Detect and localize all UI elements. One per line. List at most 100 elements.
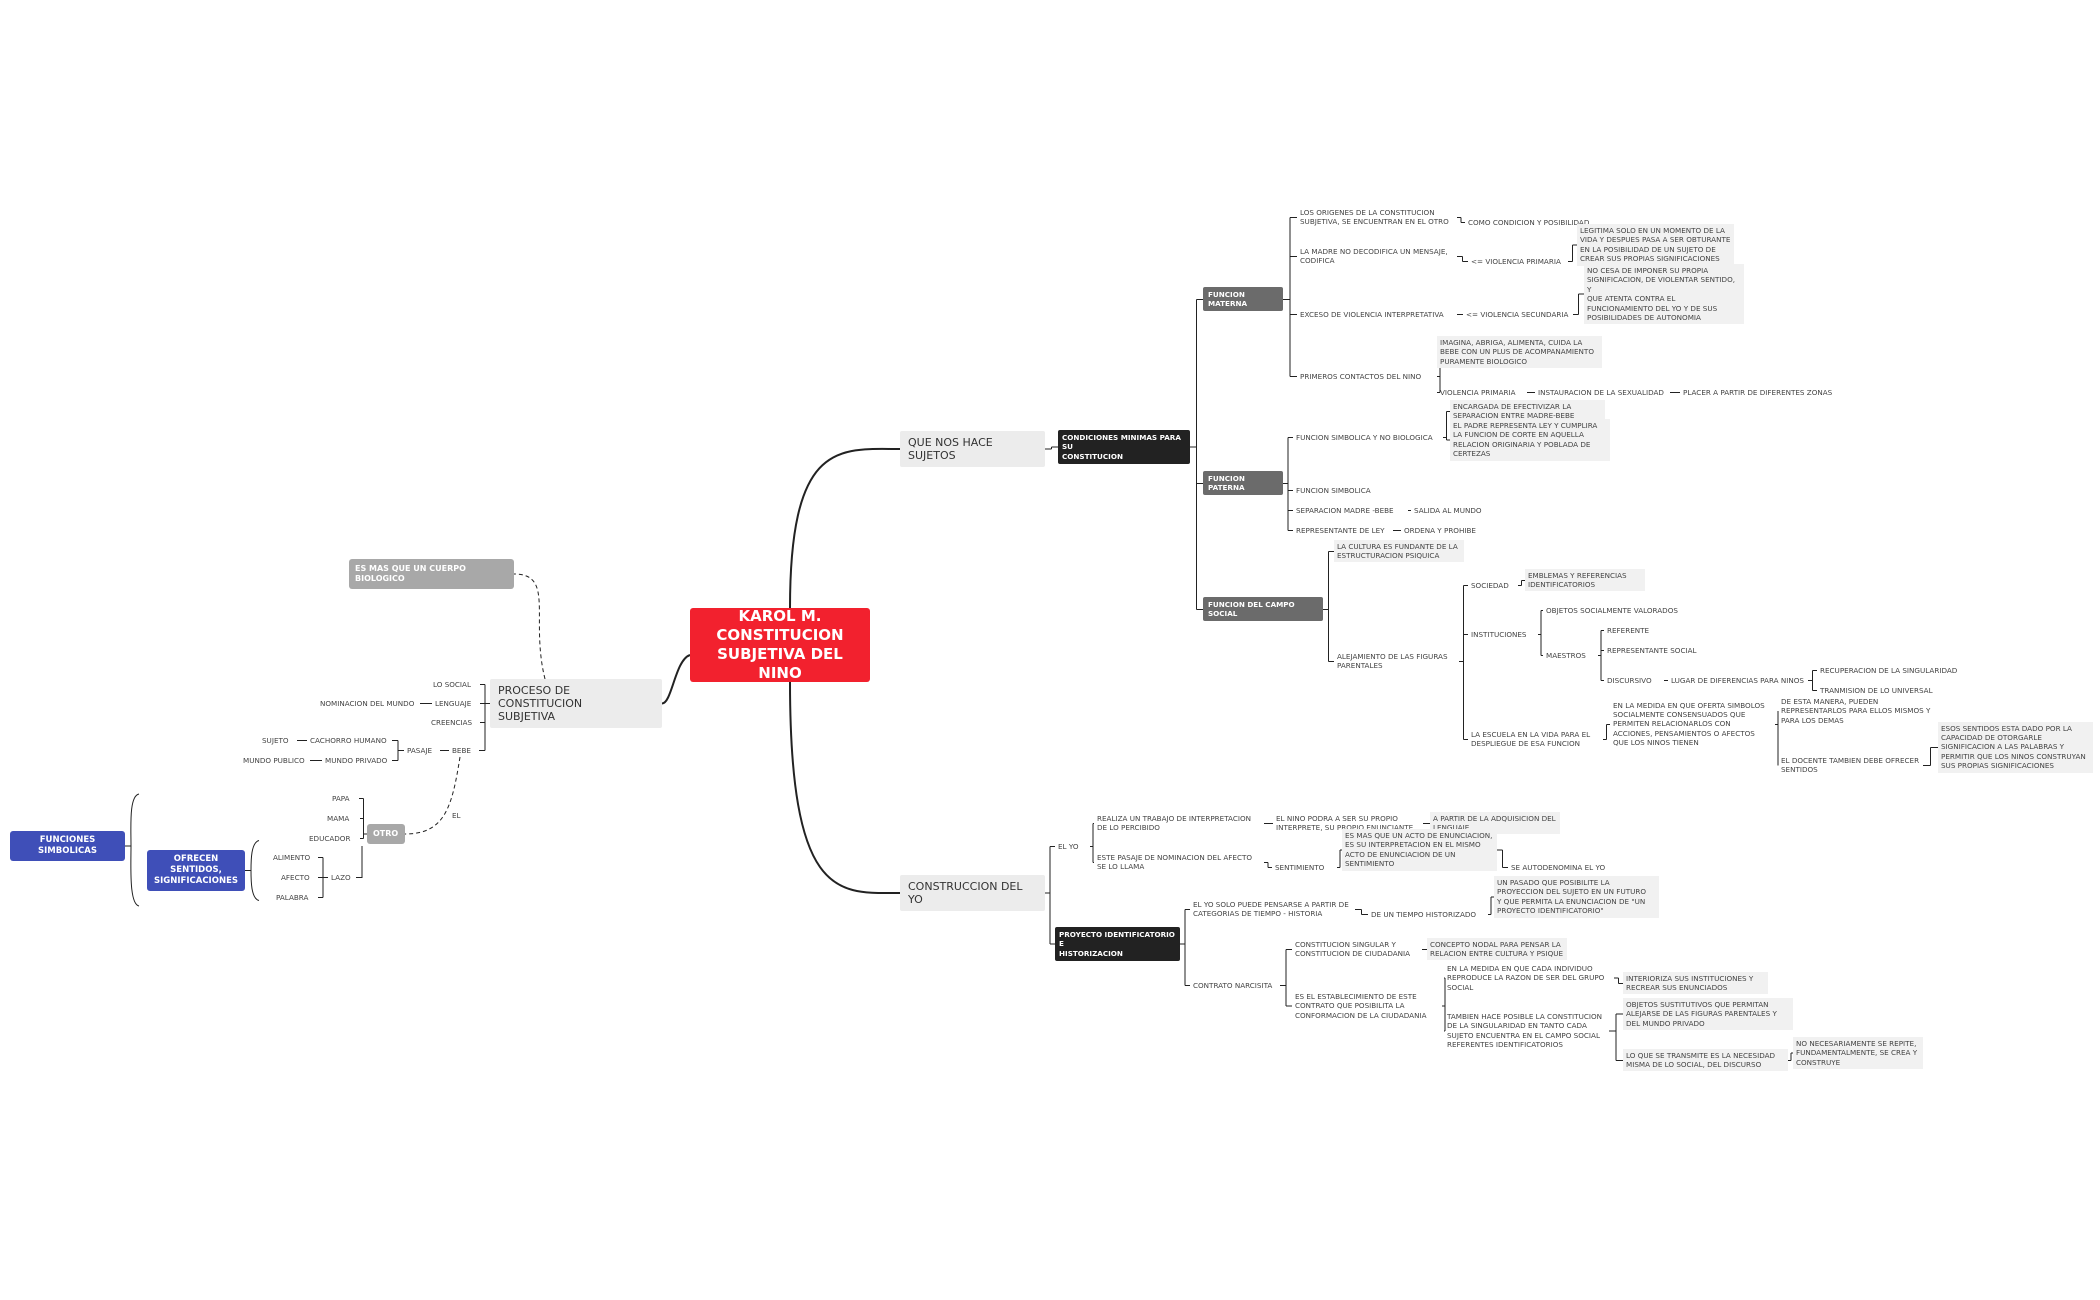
pasaje-nominacion-node[interactable]: ESTE PASAJE DE NOMINACION DEL AFECTO SE … — [1097, 852, 1253, 871]
representante-ley-node[interactable]: REPRESENTANTE DE LEY — [1296, 525, 1385, 535]
nino-interprete-node[interactable]: EL NINO PODRA A SER SU PROPIO INTERPRETE… — [1276, 813, 1414, 832]
yo-solo-categorias-node[interactable]: EL YO SOLO PUEDE PENSARSE A PARTIR DE CA… — [1193, 899, 1349, 918]
central-topic[interactable]: KAROL M. CONSTITUCION SUBJETIVA DEL NINO — [690, 607, 870, 682]
establecimiento-contrato-node[interactable]: ES EL ESTABLECIMIENTO DE ESTE CONTRATO Q… — [1295, 992, 1427, 1020]
proceso-constitucion-topic[interactable]: PROCESO DE CONSTITUCION SUBJETIVA — [490, 678, 662, 728]
tiempo-historizado-node[interactable]: DE UN TIEMPO HISTORIZADO — [1371, 909, 1477, 919]
educador-node[interactable]: EDUCADOR — [309, 833, 351, 843]
como-condicion-node[interactable]: COMO CONDICION Y POSIBILIDAD — [1468, 217, 1590, 227]
ofrecen-sentidos-node[interactable]: OFRECEN SENTIDOS, SIGNIFICACIONES — [147, 849, 245, 891]
el-yo-node[interactable]: EL YO — [1058, 841, 1079, 851]
nominacion-mundo-node[interactable]: NOMINACION DEL MUNDO — [320, 698, 415, 708]
instituciones-node[interactable]: INSTITUCIONES — [1471, 629, 1527, 639]
cultura-fundante-node[interactable]: LA CULTURA ES FUNDANTE DE LA ESTRUCTURAC… — [1334, 539, 1464, 563]
funcion-simbolica-node[interactable]: FUNCION SIMBOLICA — [1296, 485, 1371, 495]
violencia-primaria-op-node[interactable]: <= VIOLENCIA PRIMARIA — [1471, 256, 1561, 266]
violencia-secundaria-op-node[interactable]: <= VIOLENCIA SECUNDARIA — [1466, 309, 1569, 319]
funcion-materna-topic[interactable]: FUNCION MATERNA — [1203, 286, 1283, 312]
emblemas-node[interactable]: EMBLEMAS Y REFERENCIAS IDENTIFICATORIOS — [1525, 568, 1645, 592]
tambien-hace-posible-node[interactable]: TAMBIEN HACE POSIBLE LA CONSTITUCION DE … — [1447, 1012, 1602, 1050]
referente-node[interactable]: REFERENTE — [1607, 625, 1650, 635]
exceso-violencia-node[interactable]: EXCESO DE VIOLENCIA INTERPRETATIVA — [1300, 309, 1444, 319]
el-padre-ley-node[interactable]: EL PADRE REPRESENTA LEY Y CUMPLIRA LA FU… — [1450, 419, 1610, 461]
palabra-node[interactable]: PALABRA — [276, 892, 309, 902]
afecto-node[interactable]: AFECTO — [281, 872, 310, 882]
condiciones-minimas-topic[interactable]: CONDICIONES MINIMAS PARA SU CONSTITUCION — [1058, 430, 1190, 465]
que-nos-hace-sujetos-topic[interactable]: QUE NOS HACE SUJETOS — [900, 431, 1045, 467]
recuperacion-singularidad-node[interactable]: RECUPERACION DE LA SINGULARIDAD — [1820, 665, 1958, 675]
un-pasado-node[interactable]: UN PASADO QUE POSIBILITE LA PROYECCION D… — [1494, 876, 1659, 918]
realiza-interpretacion-node[interactable]: REALIZA UN TRABAJO DE INTERPRETACION DE … — [1097, 813, 1251, 832]
imagina-abriga-node[interactable]: IMAGINA, ABRIGA, ALIMENTA, CUIDA LA BEBE… — [1437, 336, 1602, 369]
en-la-medida-simbolos-node[interactable]: EN LA MEDIDA EN QUE OFERTA SIMBOLOS SOCI… — [1613, 700, 1765, 748]
bebe-node[interactable]: BEBE — [452, 745, 471, 755]
funciones-simbolicas-node[interactable]: FUNCIONES SIMBOLICAS — [10, 831, 125, 861]
esos-sentidos-node[interactable]: ESOS SENTIDOS ESTA DADO POR LA CAPACIDAD… — [1938, 721, 2093, 773]
funcion-campo-social-topic[interactable]: FUNCION DEL CAMPO SOCIAL — [1203, 596, 1323, 622]
salida-al-mundo-node[interactable]: SALIDA AL MUNDO — [1414, 505, 1482, 515]
se-autodenomina-node[interactable]: SE AUTODENOMINA EL YO — [1511, 862, 1606, 872]
lo-que-se-transmite-node[interactable]: LO QUE SE TRANSMITE ES LA NECESIDAD MISM… — [1623, 1048, 1788, 1072]
origenes-node[interactable]: LOS ORIGENES DE LA CONSTITUCION SUBJETIV… — [1300, 207, 1449, 226]
alejamiento-figuras-node[interactable]: ALEJAMIENTO DE LAS FIGURAS PARENTALES — [1337, 651, 1448, 670]
connector-line — [130, 793, 140, 907]
mundo-publico-node[interactable]: MUNDO PUBLICO — [243, 755, 305, 765]
ordena-prohibe-node[interactable]: ORDENA Y PROHIBE — [1404, 525, 1476, 535]
de-esta-manera-node[interactable]: DE ESTA MANERA, PUEDEN REPRESENTARLOS PA… — [1781, 697, 1931, 725]
el-label-node[interactable]: EL — [452, 810, 461, 820]
lo-social-node[interactable]: LO SOCIAL — [433, 679, 471, 689]
sociedad-node[interactable]: SOCIEDAD — [1471, 580, 1509, 590]
objetos-valorados-node[interactable]: OBJETOS SOCIALMENTE VALORADOS — [1546, 605, 1678, 615]
connector-line — [789, 447, 901, 609]
madre-no-decodifica-node[interactable]: LA MADRE NO DECODIFICA UN MENSAJE, CODIF… — [1300, 246, 1448, 265]
legitima-node[interactable]: LEGITIMA SOLO EN UN MOMENTO DE LA VIDA Y… — [1577, 224, 1734, 266]
no-necesariamente-node[interactable]: NO NECESARIAMENTE SE REPITE, FUNDAMENTAL… — [1793, 1037, 1923, 1070]
interioriza-node[interactable]: INTERIORIZA SUS INSTITUCIONES Y RECREAR … — [1623, 971, 1768, 995]
funcion-simbolica-no-biologica-node[interactable]: FUNCION SIMBOLICA Y NO BIOLOGICA — [1296, 432, 1433, 442]
discursivo-node[interactable]: DISCURSIVO — [1607, 675, 1652, 685]
connector-line — [661, 654, 691, 705]
placer-zonas-node[interactable]: PLACER A PARTIR DE DIFERENTES ZONAS — [1683, 387, 1833, 397]
constitucion-singular-node[interactable]: CONSTITUCION SINGULAR Y CONSTITUCION DE … — [1295, 939, 1411, 958]
mama-node[interactable]: MAMA — [327, 813, 350, 823]
violencia-primaria-node[interactable]: VIOLENCIA PRIMARIA — [1440, 387, 1516, 397]
objetos-sustitutivos-node[interactable]: OBJETOS SUSTITUTIVOS QUE PERMITAN ALEJAR… — [1623, 998, 1793, 1031]
lazo-node[interactable]: LAZO — [331, 872, 351, 882]
concepto-nodal-node[interactable]: CONCEPTO NODAL PARA PENSAR LA RELACION E… — [1427, 937, 1567, 961]
funcion-paterna-topic[interactable]: FUNCION PATERNA — [1203, 470, 1283, 496]
cada-individuo-node[interactable]: EN LA MEDIDA EN QUE CADA INDIVIDUO REPRO… — [1447, 964, 1605, 992]
creencias-node[interactable]: CREENCIAS — [431, 717, 473, 727]
proyecto-identificatorio-topic[interactable]: PROYECTO IDENTIFICATORIO E HISTORIZACION — [1055, 927, 1180, 962]
a-partir-lenguaje-node[interactable]: A PARTIR DE LA ADQUISICION DEL LENGUAJE — [1430, 811, 1560, 835]
construccion-del-yo-topic[interactable]: CONSTRUCCION DEL YO — [900, 875, 1045, 911]
escuela-node[interactable]: LA ESCUELA EN LA VIDA PARA EL DESPLIEGUE… — [1471, 729, 1591, 748]
es-mas-que-enunciacion-node[interactable]: ES MAS QUE UN ACTO DE ENUNCIACION, ES SU… — [1342, 829, 1497, 871]
papa-node[interactable]: PAPA — [332, 793, 350, 803]
lugar-diferencias-node[interactable]: LUGAR DE DIFERENCIAS PARA NINOS — [1671, 675, 1804, 685]
el-docente-node[interactable]: EL DOCENTE TAMBIEN DEBE OFRECER SENTIDOS — [1781, 755, 1920, 774]
mundo-privado-node[interactable]: MUNDO PRIVADO — [325, 755, 388, 765]
connector-line — [789, 681, 901, 895]
instauracion-sexualidad-node[interactable]: INSTAURACION DE LA SEXUALIDAD — [1538, 387, 1664, 397]
pasaje-node[interactable]: PASAJE — [407, 745, 433, 755]
connector-line — [404, 756, 461, 835]
contrato-narcisita-node[interactable]: CONTRATO NARCISITA — [1193, 980, 1273, 990]
es-mas-que-cuerpo-node[interactable]: ES MAS QUE UN CUERPO BIOLOGICO — [349, 559, 514, 589]
transmision-universal-node[interactable]: TRANMISION DE LO UNIVERSAL — [1820, 685, 1933, 695]
encargada-separacion-node[interactable]: ENCARGADA DE EFECTIVIZAR LA SEPARACION E… — [1450, 399, 1605, 423]
sentimiento-node[interactable]: SENTIMIENTO — [1275, 862, 1325, 872]
primeros-contactos-node[interactable]: PRIMEROS CONTACTOS DEL NINO — [1300, 371, 1422, 381]
lenguaje-node[interactable]: LENGUAJE — [435, 698, 472, 708]
connector-line — [356, 846, 363, 878]
no-cesa-node[interactable]: NO CESA DE IMPONER SU PROPIA SIGNIFICACI… — [1584, 264, 1744, 325]
cachorro-humano-node[interactable]: CACHORRO HUMANO — [310, 735, 387, 745]
separacion-madre-bebe-node[interactable]: SEPARACION MADRE -BEBE — [1296, 505, 1394, 515]
connector-line — [513, 573, 546, 680]
otro-node[interactable]: OTRO — [367, 824, 405, 844]
representante-social-node[interactable]: REPRESENTANTE SOCIAL — [1607, 645, 1697, 655]
alimento-node[interactable]: ALIMENTO — [273, 852, 311, 862]
sujeto-node[interactable]: SUJETO — [262, 735, 289, 745]
maestros-node[interactable]: MAESTROS — [1546, 650, 1586, 660]
